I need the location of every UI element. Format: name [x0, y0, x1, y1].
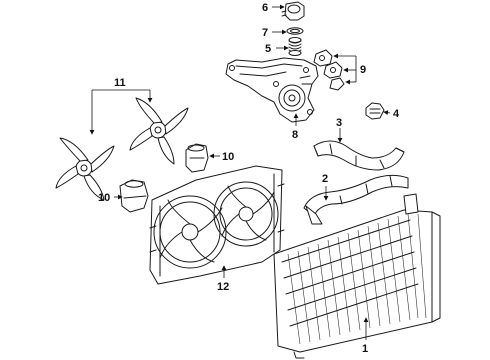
- thermostat-housing-cap: [281, 1, 305, 21]
- callout-11: 11: [114, 77, 126, 89]
- callout-7: 7: [262, 27, 268, 39]
- thermostat: [288, 37, 302, 56]
- callout-8: 8: [292, 129, 298, 141]
- callout-2: 2: [322, 173, 328, 185]
- cooling-fan-blade-lower: [55, 137, 115, 201]
- callout-4: 4: [393, 108, 400, 120]
- callout-6: 6: [262, 2, 268, 14]
- fan-motor-upper: [185, 143, 209, 173]
- callout-9: 9: [360, 64, 366, 76]
- radiator: [273, 193, 441, 359]
- thermostat-seal-ring: [286, 27, 304, 35]
- lower-radiator-hose: [303, 174, 409, 225]
- callout-5: 5: [265, 43, 271, 55]
- water-pump-assembly: [225, 57, 319, 123]
- leader-lines: [89, 4, 391, 340]
- callout-1: 1: [362, 343, 368, 355]
- cooling-fan-blade-upper: [129, 97, 189, 165]
- callout-3: 3: [336, 117, 342, 129]
- callout-10-lower: 10: [98, 192, 110, 204]
- fan-shroud-assembly: [149, 165, 285, 285]
- fan-motor-lower: [119, 179, 149, 213]
- radiator-cap: [365, 102, 385, 120]
- callout-10-upper: 10: [222, 151, 234, 163]
- upper-radiator-hose: [313, 140, 405, 171]
- callout-labels: 1 2 3 4 5 6 7 8 9 10 10 11 12: [98, 2, 400, 355]
- callout-12: 12: [217, 281, 229, 293]
- water-pump-gaskets: [313, 49, 345, 91]
